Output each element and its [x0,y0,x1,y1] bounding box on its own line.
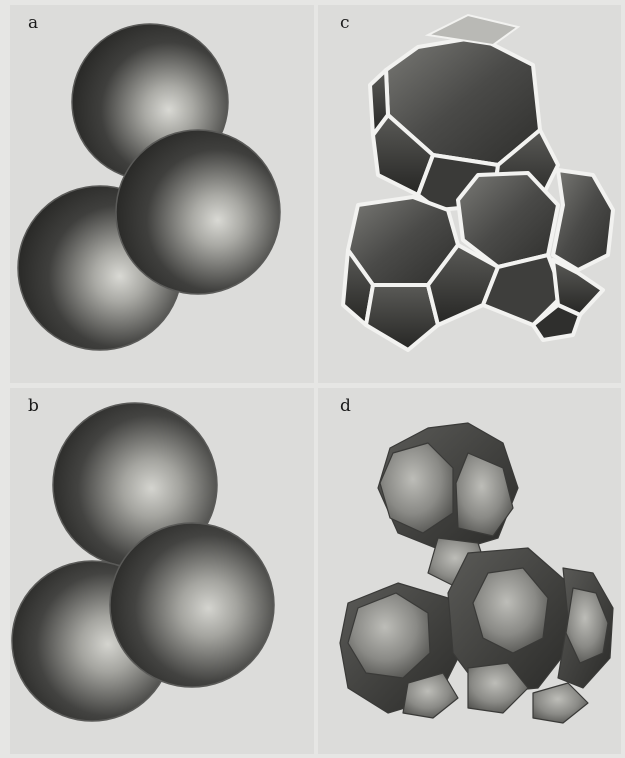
spheres-drawing-a [10,5,314,383]
cell-right-bottom-face [533,683,588,723]
sphere-front-right [116,130,280,294]
polyhedra-drawing-d [318,388,621,754]
cell-top-sliver [428,15,518,45]
sphere-front-right [110,523,274,687]
spheres-drawing-b [10,388,314,754]
cell-right-top-face [553,170,613,270]
panel-b: b [10,388,314,754]
cell-left-bottom-face [366,285,438,350]
panel-d: d [318,388,621,754]
cell-top-face [380,443,453,533]
polyhedra-drawing-c [318,5,621,383]
panel-c: c [318,5,621,383]
panel-a: a [10,5,314,383]
